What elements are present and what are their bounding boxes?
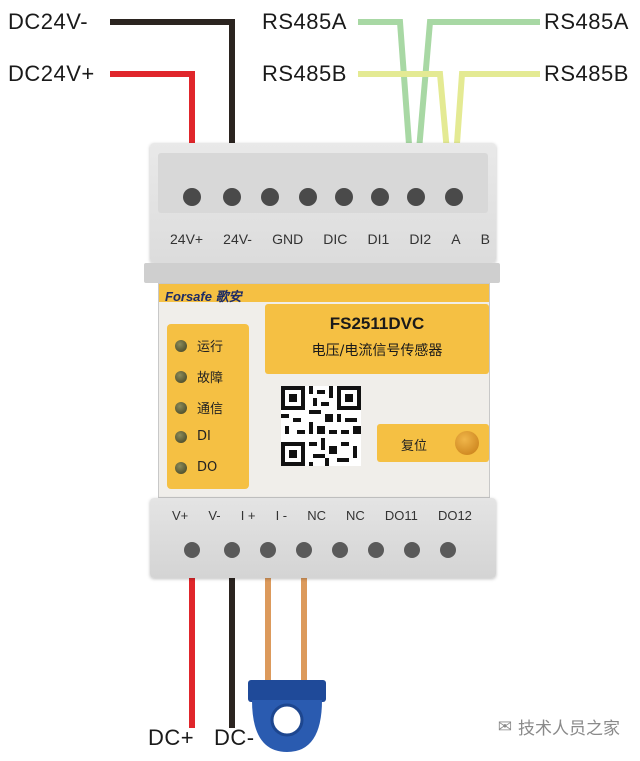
terminal-label: NC (307, 508, 326, 523)
terminal-label: B (480, 231, 490, 247)
terminal-label: DIC (323, 231, 348, 247)
led-indicator-icon (175, 461, 187, 474)
terminal-label: DI2 (409, 231, 432, 247)
led-indicator-icon (175, 370, 187, 383)
label-rs485b-right: RS485B (544, 61, 629, 86)
bottom-terminal-labels: V+ V- I + I - NC NC DO11 DO12 (172, 508, 472, 523)
current-sensor-icon (248, 680, 326, 752)
led-row-di: DI (175, 429, 211, 444)
terminal-label: DO11 (384, 508, 418, 523)
reset-button[interactable] (455, 431, 479, 455)
terminal-label: A (451, 231, 461, 247)
dc24v-minus-wire (110, 19, 235, 185)
label-rs485a-left: RS485A (262, 9, 347, 34)
terminal-label: NC (346, 508, 365, 523)
led-row-run: 运行 (175, 336, 223, 355)
model-number: FS2511DVC (329, 314, 425, 333)
din-rail-band (144, 263, 500, 283)
brand-bar: Forsafe 歌安 (159, 284, 489, 304)
sensor-module: 24V+ 24V- GND DIC DI1 DI2 A B Forsafe 歌安… (144, 143, 500, 578)
top-terminal-block: 24V+ 24V- GND DIC DI1 DI2 A B (150, 143, 496, 263)
led-row-do: DO (175, 460, 217, 475)
terminal-label: I - (275, 508, 288, 523)
terminal-label: V- (208, 508, 221, 523)
label-dc24v-plus: DC24V+ (8, 61, 95, 86)
led-indicator-icon (175, 430, 187, 443)
label-dc24v-minus: DC24V- (8, 9, 89, 34)
label-dc-minus: DC- (214, 725, 255, 750)
label-rs485a-right: RS485A (544, 9, 629, 34)
brand-logo: Forsafe 歌安 (165, 289, 242, 304)
terminal-label: V+ (172, 508, 189, 523)
title-panel: FS2511DVC 电压/电流信号传感器 (265, 304, 489, 374)
front-panel: Forsafe 歌安 运行 故障 通信 DI DO (158, 283, 490, 498)
terminal-label: 24V+ (170, 231, 204, 247)
terminal-label: 24V- (223, 231, 252, 247)
terminal-label: I + (240, 508, 256, 523)
reset-panel: 复位 (377, 424, 489, 462)
rs485a-right-wire (413, 19, 540, 186)
watermark: ✉ 技术人员之家 (497, 714, 620, 740)
watermark-text: 技术人员之家 (518, 719, 620, 739)
rs485a-left-wire (358, 19, 415, 186)
chat-bubble-icon: ✉ (497, 716, 512, 737)
led-label: 通信 (197, 402, 224, 417)
bottom-screws (184, 542, 456, 558)
label-dc-plus: DC+ (148, 725, 195, 750)
top-terminal-labels: 24V+ 24V- GND DIC DI1 DI2 A B (170, 231, 490, 247)
led-indicator-icon (175, 339, 187, 352)
terminal-label: DO12 (437, 508, 472, 523)
top-screws (183, 188, 463, 206)
led-row-comm: 通信 (175, 398, 223, 417)
label-rs485b-left: RS485B (262, 61, 347, 86)
led-label: DI (197, 429, 211, 444)
top-screw-row (158, 153, 488, 213)
reset-label: 复位 (401, 439, 428, 454)
terminal-label: GND (272, 231, 304, 247)
led-panel: 运行 故障 通信 DI DO (167, 324, 249, 489)
bottom-terminal-block: V+ V- I + I - NC NC DO11 DO12 (150, 498, 496, 578)
led-label: 故障 (197, 371, 224, 386)
terminal-label: DI1 (367, 231, 390, 247)
led-label: 运行 (197, 340, 224, 355)
product-name: 电压/电流信号传感器 (311, 343, 443, 359)
qr-code-icon (281, 386, 361, 466)
led-indicator-icon (175, 401, 187, 414)
led-label: DO (197, 460, 218, 475)
led-row-fault: 故障 (175, 367, 223, 386)
